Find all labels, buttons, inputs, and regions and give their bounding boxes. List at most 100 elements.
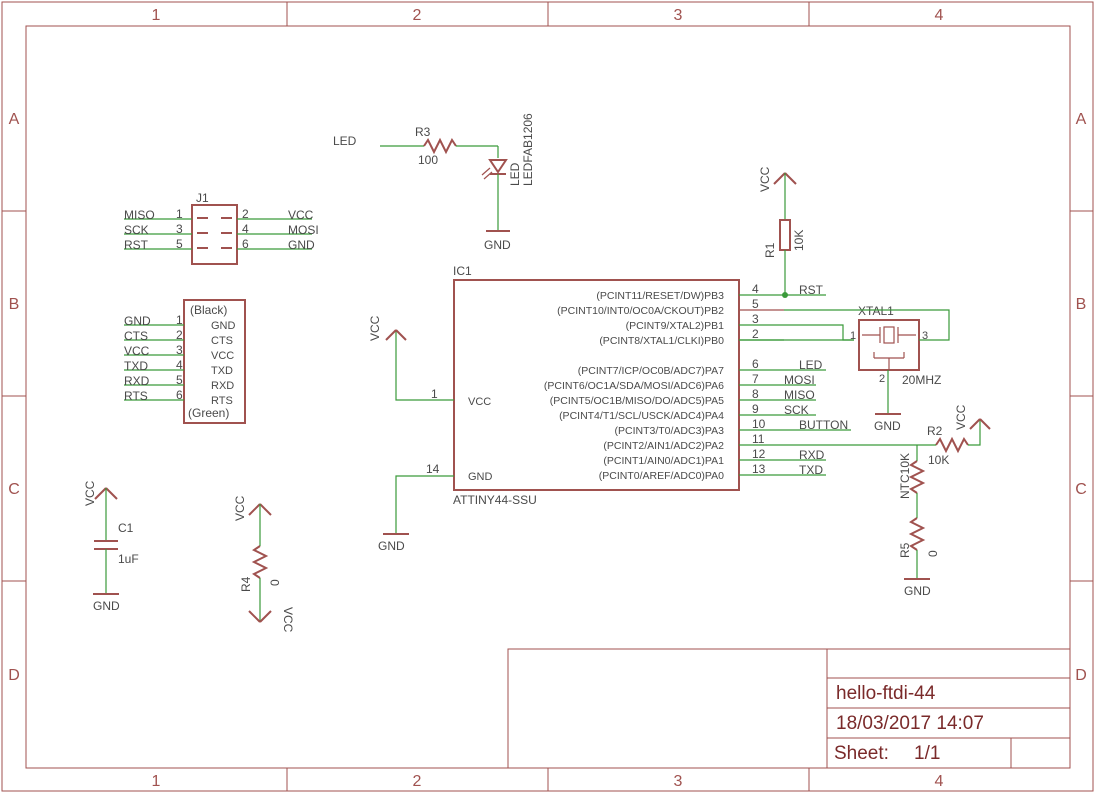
title-block-date: 18/03/2017 14:07: [836, 713, 984, 734]
ftdi-num-1: 1: [176, 313, 183, 327]
xtal1-pin-1: 1: [850, 330, 856, 342]
c1-vcc-label: VCC: [83, 480, 97, 506]
ftdi-net-2: CTS: [124, 329, 148, 343]
frame-row-c-left: C: [8, 481, 20, 498]
j1-net-rst: RST: [124, 238, 149, 252]
ftdi-pin-label-1: GND: [211, 320, 236, 332]
ic1-pin-label-pa5: (PCINT5/OC1B/MISO/DO/ADC5)PA5: [550, 395, 724, 407]
led-gnd-label: GND: [484, 238, 511, 252]
ftdi-top-label: (Black): [190, 303, 227, 317]
ic1-pin-num-13: 13: [752, 462, 766, 476]
ic1-pin-row-pa1: (PCINT1/AIN0/ADC1)PA1 12 RXD: [603, 447, 826, 467]
xtal1-name: XTAL1: [858, 304, 894, 318]
connector-j1: J1 MISO SCK RST 1 3 5 2 4 6 VCC MOSI GND: [124, 191, 319, 265]
ic1-pin-label-pa2: (PCINT2/AIN1/ADC2)PA2: [603, 440, 724, 452]
xtal1-gnd-label: GND: [874, 419, 901, 433]
ic1-pin-label-pa4: (PCINT4/T1/SCL/USCK/ADC4)PA4: [559, 410, 724, 422]
ic1-pin-num-2: 2: [752, 327, 759, 341]
ftdi-pin-label-6: RTS: [211, 395, 233, 407]
ftdi-net-3: VCC: [124, 344, 150, 358]
title-block-sheet-label: Sheet:: [834, 743, 889, 764]
ic1-pin-row-pb3: (PCINT11/RESET/DW)PB3 4 RST: [596, 282, 826, 302]
ic1-gnd-net: GND: [378, 539, 405, 553]
ic1-pin-label-pa7: (PCINT7/ICP/OC0B/ADC7)PA7: [578, 365, 724, 377]
ic1-pin-label-pa3: (PCINT3/T0/ADC3)PA3: [615, 425, 725, 437]
ntc-value-label: NTC10K: [898, 453, 912, 499]
ftdi-num-2: 2: [176, 328, 183, 342]
ic1-gnd-label: GND: [468, 471, 493, 483]
ic1-pin-num-11: 11: [752, 432, 765, 446]
r2-name: R2: [927, 424, 943, 438]
j1-pin-5: 5: [176, 237, 183, 251]
frame-col-1-top: 1: [152, 7, 161, 24]
j1-net-sck: SCK: [124, 223, 149, 237]
r2-vcc-label: VCC: [954, 404, 968, 430]
junction-rst: [782, 292, 788, 298]
j1-net-vcc: VCC: [288, 208, 314, 222]
title-block-title: hello-ftdi-44: [836, 683, 936, 704]
ic1-pin-num-12: 12: [752, 447, 766, 461]
ic1-net-led: LED: [799, 358, 823, 372]
ic1-net-miso: MISO: [784, 388, 815, 402]
r3-name: R3: [415, 125, 431, 139]
ic1-name: IC1: [453, 264, 472, 278]
net-label-led-in: LED: [333, 134, 357, 148]
frame-col-1-bottom: 1: [152, 773, 161, 790]
ic1-pin-num-6: 6: [752, 357, 759, 371]
ic1-vcc-pin-num: 1: [431, 387, 438, 401]
ic1-pin-row-pa2: (PCINT2/AIN1/ADC2)PA2 11: [603, 432, 917, 452]
frame-col-4-top: 4: [935, 7, 944, 24]
r3-value: 100: [418, 153, 438, 167]
ic1-net-button: BUTTON: [799, 418, 848, 432]
led-package-label: LEDFAB1206: [521, 113, 535, 186]
j1-net-mosi: MOSI: [288, 223, 319, 237]
ic1-pin-label-pb2: (PCINT10/INT0/OC0A/CKOUT)PB2: [557, 305, 724, 317]
frame-row-d-right: D: [1075, 667, 1087, 684]
c1-gnd-label: GND: [93, 599, 120, 613]
ftdi-pin-label-4: TXD: [211, 365, 233, 377]
frame-row-c-right: C: [1075, 481, 1087, 498]
resistor-r3: LED R3 100: [333, 125, 498, 167]
j1-pin-4: 4: [242, 222, 249, 236]
resistor-r5: GND R5 0: [898, 517, 940, 598]
ftdi-net-6: RTS: [124, 389, 148, 403]
ftdi-num-6: 6: [176, 388, 183, 402]
r2-value: 10K: [928, 453, 949, 467]
j1-pin-6: 6: [242, 237, 249, 251]
j1-pin-3: 3: [176, 222, 183, 236]
led-pin-label: LED: [508, 162, 522, 186]
ftdi-num-4: 4: [176, 358, 183, 372]
ic1-pin-label-pa0: (PCINT0/AREF/ADC0)PA0: [599, 470, 724, 482]
ftdi-net-4: TXD: [124, 359, 148, 373]
ic1-pin-row-pa0: (PCINT0/AREF/ADC0)PA0 13 TXD: [599, 462, 826, 482]
title-block: hello-ftdi-44 18/03/2017 14:07 Sheet: 1/…: [507, 648, 1071, 769]
ic1-pin-row-pa4: (PCINT4/T1/SCL/USCK/ADC4)PA4 9 SCK: [559, 402, 816, 422]
frame-col-3-top: 3: [674, 7, 683, 24]
frame-row-a-right: A: [1076, 111, 1087, 128]
j1-pin-1: 1: [176, 207, 183, 221]
ic1-net-rst: RST: [799, 283, 824, 297]
xtal1-pin-2: 2: [879, 373, 885, 385]
c1-value: 1uF: [118, 552, 139, 566]
ic1-attiny44: IC1 ATTINY44-SSU VCC 1 VCC GND 14 GND (P…: [368, 264, 917, 553]
ftdi-pin-label-3: VCC: [211, 350, 234, 362]
ic1-pin-label-pa1: (PCINT1/AIN0/ADC1)PA1: [603, 455, 724, 467]
ic1-gnd-pin-num: 14: [426, 462, 440, 476]
ic1-part: ATTINY44-SSU: [453, 493, 537, 507]
ic1-pin-num-4: 4: [752, 282, 759, 296]
ic1-pin-row-pb2: (PCINT10/INT0/OC0A/CKOUT)PB2 5: [557, 297, 784, 317]
r1-value: 10K: [792, 230, 806, 251]
frame-col-4-bottom: 4: [935, 773, 944, 790]
ic1-net-mosi: MOSI: [784, 373, 815, 387]
j1-net-miso: MISO: [124, 208, 155, 222]
ftdi-bottom-label: (Green): [188, 406, 229, 420]
j1-net-gnd: GND: [288, 238, 315, 252]
resistor-r4: VCC VCC R4 0: [233, 495, 295, 632]
ic1-net-txd: TXD: [799, 463, 823, 477]
frame-col-3-bottom: 3: [674, 773, 683, 790]
r5-value: 0: [926, 550, 940, 557]
ic1-vcc-net: VCC: [368, 315, 382, 341]
ic1-pin-row-pa3: (PCINT3/T0/ADC3)PA3 10 BUTTON: [615, 417, 851, 437]
frame-col-2-bottom: 2: [413, 773, 422, 790]
